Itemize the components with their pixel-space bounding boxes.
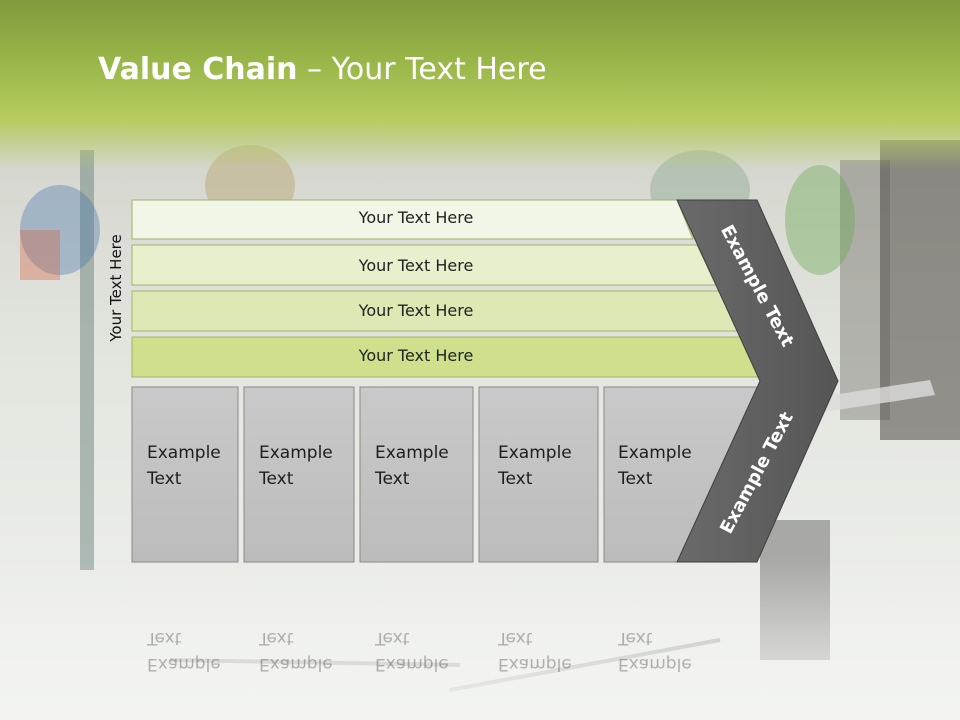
title-rest: – Your Text Here: [297, 52, 547, 87]
header-band: [0, 0, 960, 170]
box-4[interactable]: [478, 386, 599, 563]
box-2-line2: Text: [259, 469, 294, 489]
page-title: Value Chain – Your Text Here: [98, 52, 547, 87]
box-2[interactable]: [243, 386, 355, 563]
box-4-line2: Text: [498, 469, 533, 489]
box-1-line2: Text: [147, 469, 182, 489]
box-2-line1: Example: [259, 443, 333, 463]
title-bold: Value Chain: [98, 52, 298, 87]
box-1[interactable]: [131, 386, 239, 563]
bar-4-label: Your Text Here: [358, 346, 474, 365]
box-3-line2: Text: [375, 469, 410, 489]
box-3-label: Example Text: [375, 440, 449, 492]
box-1-label: Example Text: [147, 440, 221, 492]
bar-1[interactable]: [131, 199, 694, 240]
box-4-line1: Example: [498, 443, 572, 463]
bar-1-label: Your Text Here: [358, 208, 474, 227]
box-2-label: Example Text: [259, 440, 333, 492]
box-3-line1: Example: [375, 443, 449, 463]
bar-3-label: Your Text Here: [358, 301, 474, 320]
box-5-line2: Text: [618, 469, 653, 489]
box-5-line1: Example: [618, 443, 692, 463]
box-3[interactable]: [359, 386, 474, 563]
chevron-arrow[interactable]: [676, 199, 839, 563]
bar-2-label: Your Text Here: [358, 256, 474, 275]
box-1-line1: Example: [147, 443, 221, 463]
box-4-label: Example Text: [498, 440, 572, 492]
box-5-label: Example Text: [618, 440, 692, 492]
